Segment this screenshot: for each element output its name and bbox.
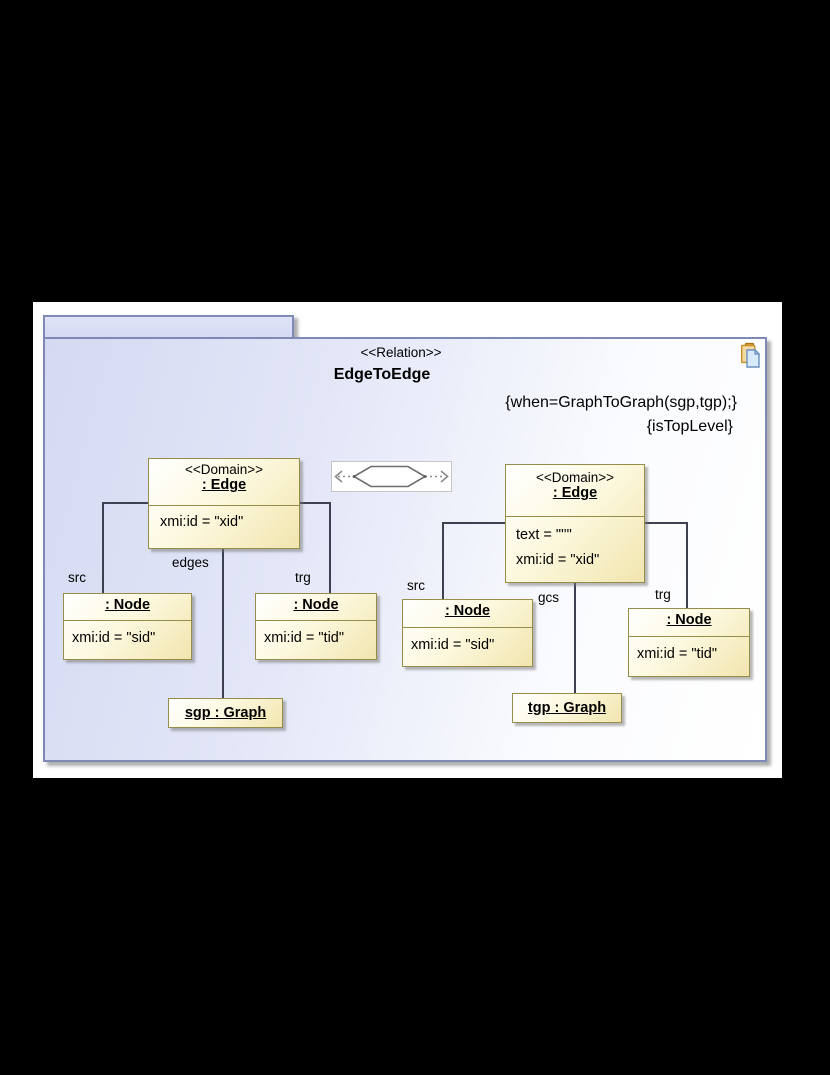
connector-target-trg-drop[interactable] xyxy=(686,522,688,608)
package-body[interactable] xyxy=(43,337,767,762)
hexagon-relation-icon-glyph xyxy=(334,465,449,488)
target-src-node-name: : Node xyxy=(444,603,491,619)
role-label-src-target: src xyxy=(407,578,425,593)
source-src-node-attributes: xmi:id = "sid" xyxy=(64,621,191,646)
role-label-trg-target: trg xyxy=(655,587,671,602)
target-src-node-box[interactable]: : Node xmi:id = "sid" xyxy=(402,599,533,667)
source-domain-attr-xmiid: xmi:id = "xid" xyxy=(160,514,244,530)
source-trg-node-attributes: xmi:id = "tid" xyxy=(256,621,376,646)
role-label-src-source: src xyxy=(68,570,86,585)
target-domain-stereotype: <<Domain>> xyxy=(535,470,615,485)
source-src-node-attr: xmi:id = "sid" xyxy=(72,630,156,646)
target-domain-attr-xmiid: xmi:id = "xid" xyxy=(516,552,600,568)
source-trg-node-name: : Node xyxy=(293,597,339,613)
source-domain-edge-header: <<Domain>> : Edge xyxy=(149,459,299,506)
source-src-node-box[interactable]: : Node xmi:id = "sid" xyxy=(63,593,192,660)
target-src-node-attr: xmi:id = "sid" xyxy=(411,637,495,653)
target-trg-node-attributes: xmi:id = "tid" xyxy=(629,637,749,662)
source-domain-edge-attributes: xmi:id = "xid" xyxy=(149,506,299,530)
connector-source-edges[interactable] xyxy=(222,548,224,698)
source-trg-node-header: : Node xyxy=(256,594,376,621)
target-trg-node-attr: xmi:id = "tid" xyxy=(637,646,717,662)
source-trg-node-box[interactable]: : Node xmi:id = "tid" xyxy=(255,593,377,660)
source-src-node-name: : Node xyxy=(104,597,151,613)
role-label-gcs: gcs xyxy=(538,590,560,605)
role-label-trg-source: trg xyxy=(295,570,311,585)
connector-target-src-drop[interactable] xyxy=(442,522,444,599)
target-domain-edge-header: <<Domain>> : Edge xyxy=(506,465,644,517)
connector-source-src-drop[interactable] xyxy=(102,502,104,593)
target-trg-node-box[interactable]: : Node xmi:id = "tid" xyxy=(628,608,750,677)
source-domain-name: : Edge xyxy=(201,477,247,493)
target-trg-node-header: : Node xyxy=(629,609,749,637)
connector-source-src[interactable] xyxy=(102,502,148,504)
target-src-node-header: : Node xyxy=(403,600,532,628)
connector-target-src[interactable] xyxy=(442,522,505,524)
copy-clipboard-icon[interactable] xyxy=(740,342,762,369)
source-trg-node-attr: xmi:id = "tid" xyxy=(264,630,344,646)
relation-stereotype: <<Relation>> xyxy=(360,345,442,360)
source-domain-edge-box[interactable]: <<Domain>> : Edge xmi:id = "xid" xyxy=(148,458,300,549)
target-domain-name: : Edge xyxy=(552,485,598,501)
connector-source-trg-drop[interactable] xyxy=(329,502,331,593)
connector-source-trg[interactable] xyxy=(298,502,331,504)
copy-clipboard-icon-glyph xyxy=(740,342,761,368)
source-domain-stereotype: <<Domain>> xyxy=(184,462,264,477)
connector-target-gcs[interactable] xyxy=(574,583,576,693)
target-trg-node-name: : Node xyxy=(666,612,712,628)
role-label-edges: edges xyxy=(172,555,209,570)
source-src-node-header: : Node xyxy=(64,594,191,621)
target-graph-name: tgp : Graph xyxy=(527,700,607,716)
is-top-level-annotation: {isTopLevel} xyxy=(646,418,733,435)
source-graph-box[interactable]: sgp : Graph xyxy=(168,698,283,728)
target-domain-edge-box[interactable]: <<Domain>> : Edge text = "''" xmi:id = "… xyxy=(505,464,645,583)
when-clause: {when=GraphToGraph(sgp,tgp);} xyxy=(505,394,737,411)
source-graph-name: sgp : Graph xyxy=(184,705,267,721)
hexagon-relation-icon[interactable] xyxy=(331,461,452,492)
target-domain-attr-text: text = "''" xyxy=(516,527,572,543)
relation-name[interactable]: EdgeToEdge xyxy=(333,366,431,383)
target-src-node-attributes: xmi:id = "sid" xyxy=(403,628,532,653)
diagram-canvas: <<Relation>> EdgeToEdge {when=GraphToGra… xyxy=(33,302,782,778)
target-graph-box[interactable]: tgp : Graph xyxy=(512,693,622,723)
target-domain-edge-attributes: text = "''" xmi:id = "xid" xyxy=(506,517,644,573)
connector-target-trg[interactable] xyxy=(645,522,688,524)
